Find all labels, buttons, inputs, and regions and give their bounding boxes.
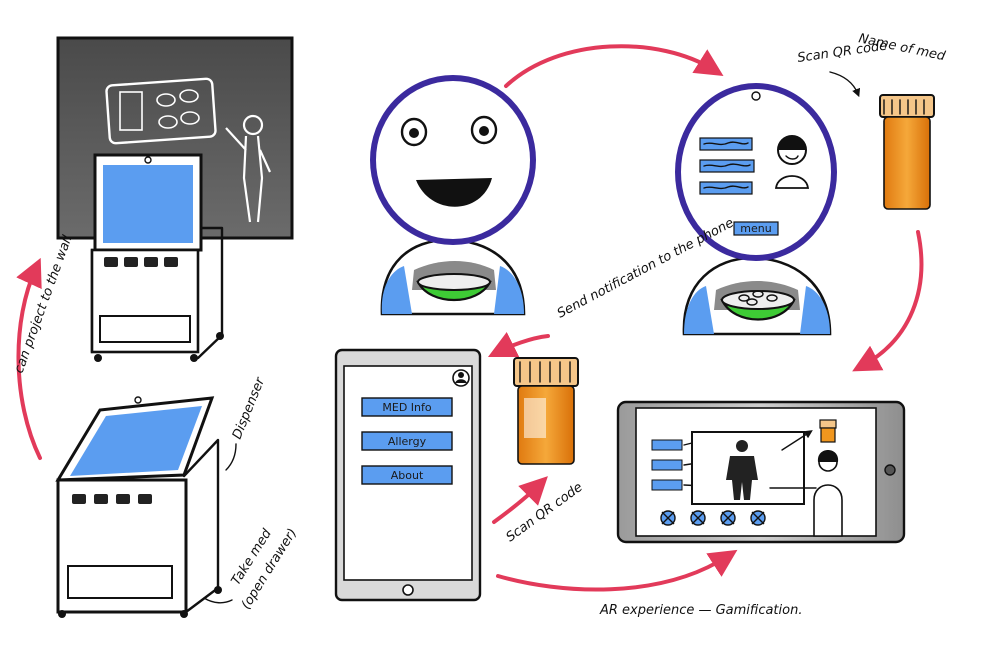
kiosk-drawer <box>99 315 191 343</box>
med-info-button[interactable]: MED Info <box>361 397 453 417</box>
about-label: About <box>391 469 424 482</box>
smile-icon <box>416 178 492 207</box>
presenter-avatar <box>769 450 843 537</box>
robot-head <box>370 75 536 245</box>
doctor-avatar <box>774 135 810 189</box>
home-button-icon[interactable] <box>402 584 414 596</box>
projector-scene <box>56 36 294 362</box>
arrow-scan-qr <box>492 476 548 524</box>
camera-icon <box>134 396 142 404</box>
presenter-figure <box>225 114 272 223</box>
camera-icon <box>751 91 761 101</box>
robot-menu-scene: menu <box>675 83 837 336</box>
ar-figure-icon <box>726 440 758 500</box>
med-info-label: MED Info <box>382 401 431 414</box>
robot-face-scene <box>370 75 536 316</box>
kiosk-projector <box>90 153 224 362</box>
home-button-icon[interactable] <box>884 464 896 476</box>
phone-scene: MED Info Allergy About <box>334 348 482 602</box>
kiosk-buttons <box>104 257 178 267</box>
info-lines <box>699 137 755 195</box>
arrow-dispenser-to-projector <box>16 257 42 460</box>
projected-screen <box>105 77 217 145</box>
arrow-face-to-menu <box>504 44 724 88</box>
allergy-label: Allergy <box>388 435 427 448</box>
note-ar-experience: AR experience — Gamification. <box>599 603 802 618</box>
dispenser-buttons <box>72 494 152 504</box>
profile-icon[interactable] <box>452 369 470 387</box>
note-name-of-med: Name of med <box>857 31 947 64</box>
arrow-qr-to-bottle <box>829 71 861 98</box>
dispenser-scene <box>55 396 237 618</box>
dispenser-screen <box>70 406 202 476</box>
arrow-phone-to-tablet <box>496 549 738 592</box>
about-button[interactable]: About <box>361 465 453 485</box>
arrow-to-phone <box>487 331 550 358</box>
ar-action-icons[interactable] <box>660 510 766 526</box>
small-pill-bottle <box>819 419 837 443</box>
pill-bottle-bottom <box>513 357 579 465</box>
note-scan-qr-bottom: Scan QR code <box>504 480 586 545</box>
camera-icon <box>144 156 152 164</box>
robot-head <box>675 83 837 261</box>
menu-button[interactable]: menu <box>733 221 779 236</box>
note-projector: can project to the wall <box>12 233 76 375</box>
flow-arrows <box>16 44 924 592</box>
kiosk-screen <box>103 165 193 243</box>
dispenser-drawer <box>67 565 173 599</box>
arrow-menu-to-tablet <box>852 230 924 372</box>
note-dispenser: Dispenser <box>230 374 269 441</box>
pill-bottle-top <box>879 94 935 210</box>
allergy-button[interactable]: Allergy <box>361 431 453 451</box>
menu-button-label: menu <box>740 222 771 235</box>
ar-tablet-scene <box>616 400 906 544</box>
